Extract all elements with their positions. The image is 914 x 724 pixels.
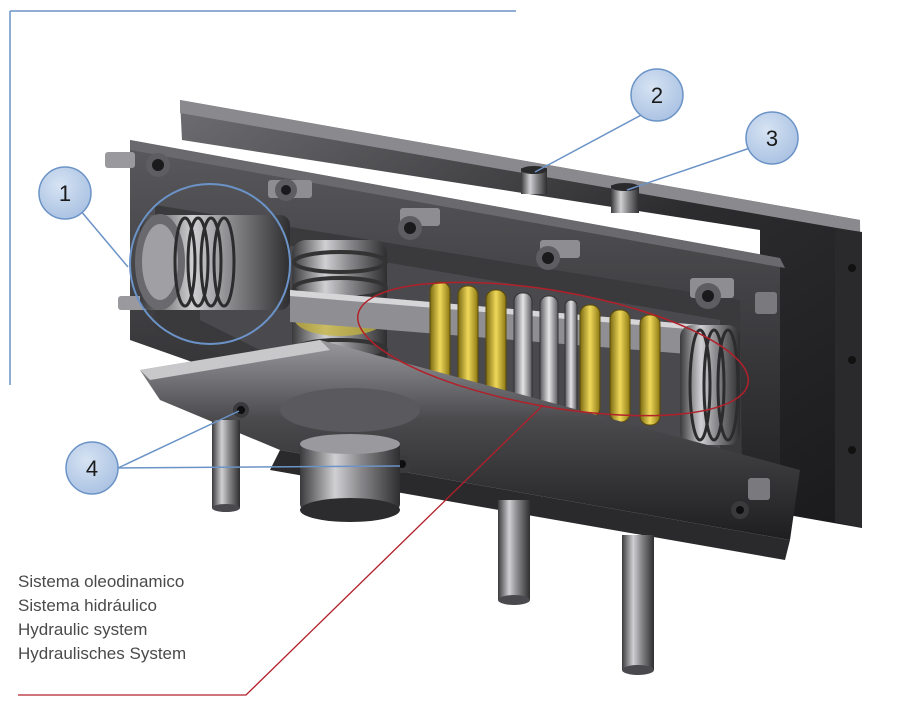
caption-leader-line [18,404,544,696]
callout-2: 2 [630,68,684,122]
caption-line-german: Hydraulisches System [18,644,187,663]
leader-lines [79,112,751,469]
caption-line-italian: Sistema oleodinamico [18,572,185,591]
spring-highlight-ellipse [356,281,750,417]
caption-line-spanish: Sistema hidráulico [18,596,157,615]
callout-3-label: 3 [766,126,778,151]
top-ports [521,166,639,213]
callout-3: 3 [745,111,799,165]
callout-4: 4 [65,441,119,495]
lower-hub [280,388,420,522]
callout-1-label: 1 [59,181,71,206]
callout-2-label: 2 [651,83,663,108]
spring-assembly [429,281,740,445]
caption-line-english: Hydraulic system [18,620,148,639]
caption-block: Sistema oleodinamico Sistema hidráulico … [18,570,186,666]
back-plate [180,100,862,528]
callout-4-label: 4 [86,456,98,481]
left-piston [135,214,290,310]
housing-bolts [105,152,777,314]
base-pins [212,420,654,675]
piston-highlight-circle [129,183,291,345]
callout-1: 1 [38,166,92,220]
